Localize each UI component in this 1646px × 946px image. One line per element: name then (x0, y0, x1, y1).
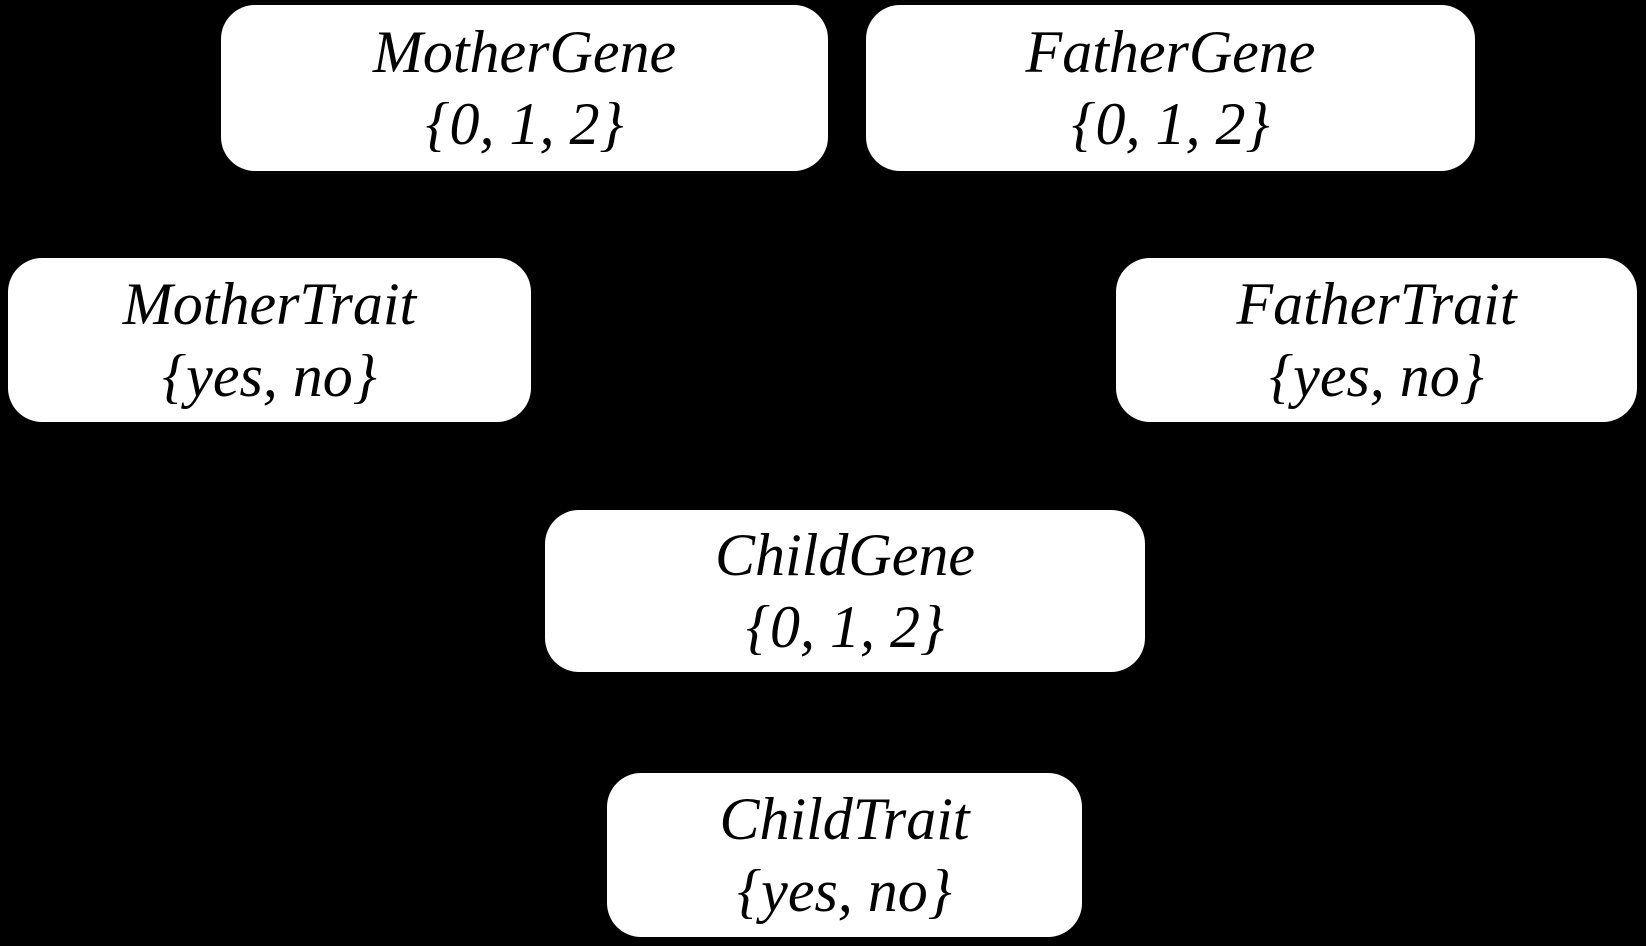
node-mother-gene: MotherGene{0, 1, 2} (221, 5, 828, 171)
node-father-trait: FatherTrait{yes, no} (1116, 258, 1637, 422)
node-child-trait: ChildTrait{yes, no} (607, 773, 1082, 937)
node-domain: {0, 1, 2} (746, 594, 944, 660)
node-domain: {0, 1, 2} (425, 91, 624, 157)
node-domain: {yes, no} (162, 343, 377, 409)
node-title: MotherGene (372, 19, 677, 85)
node-title: ChildGene (715, 522, 975, 588)
node-father-gene: FatherGene{0, 1, 2} (866, 5, 1475, 171)
node-child-gene: ChildGene{0, 1, 2} (545, 510, 1145, 672)
node-domain: {0, 1, 2} (1071, 91, 1270, 157)
node-domain: {yes, no} (737, 858, 952, 924)
node-title: MotherTrait (122, 271, 417, 337)
node-domain: {yes, no} (1269, 343, 1484, 409)
node-title: FatherTrait (1236, 271, 1517, 337)
node-title: ChildTrait (719, 786, 970, 852)
node-title: FatherGene (1025, 19, 1316, 85)
node-mother-trait: MotherTrait{yes, no} (8, 258, 531, 422)
